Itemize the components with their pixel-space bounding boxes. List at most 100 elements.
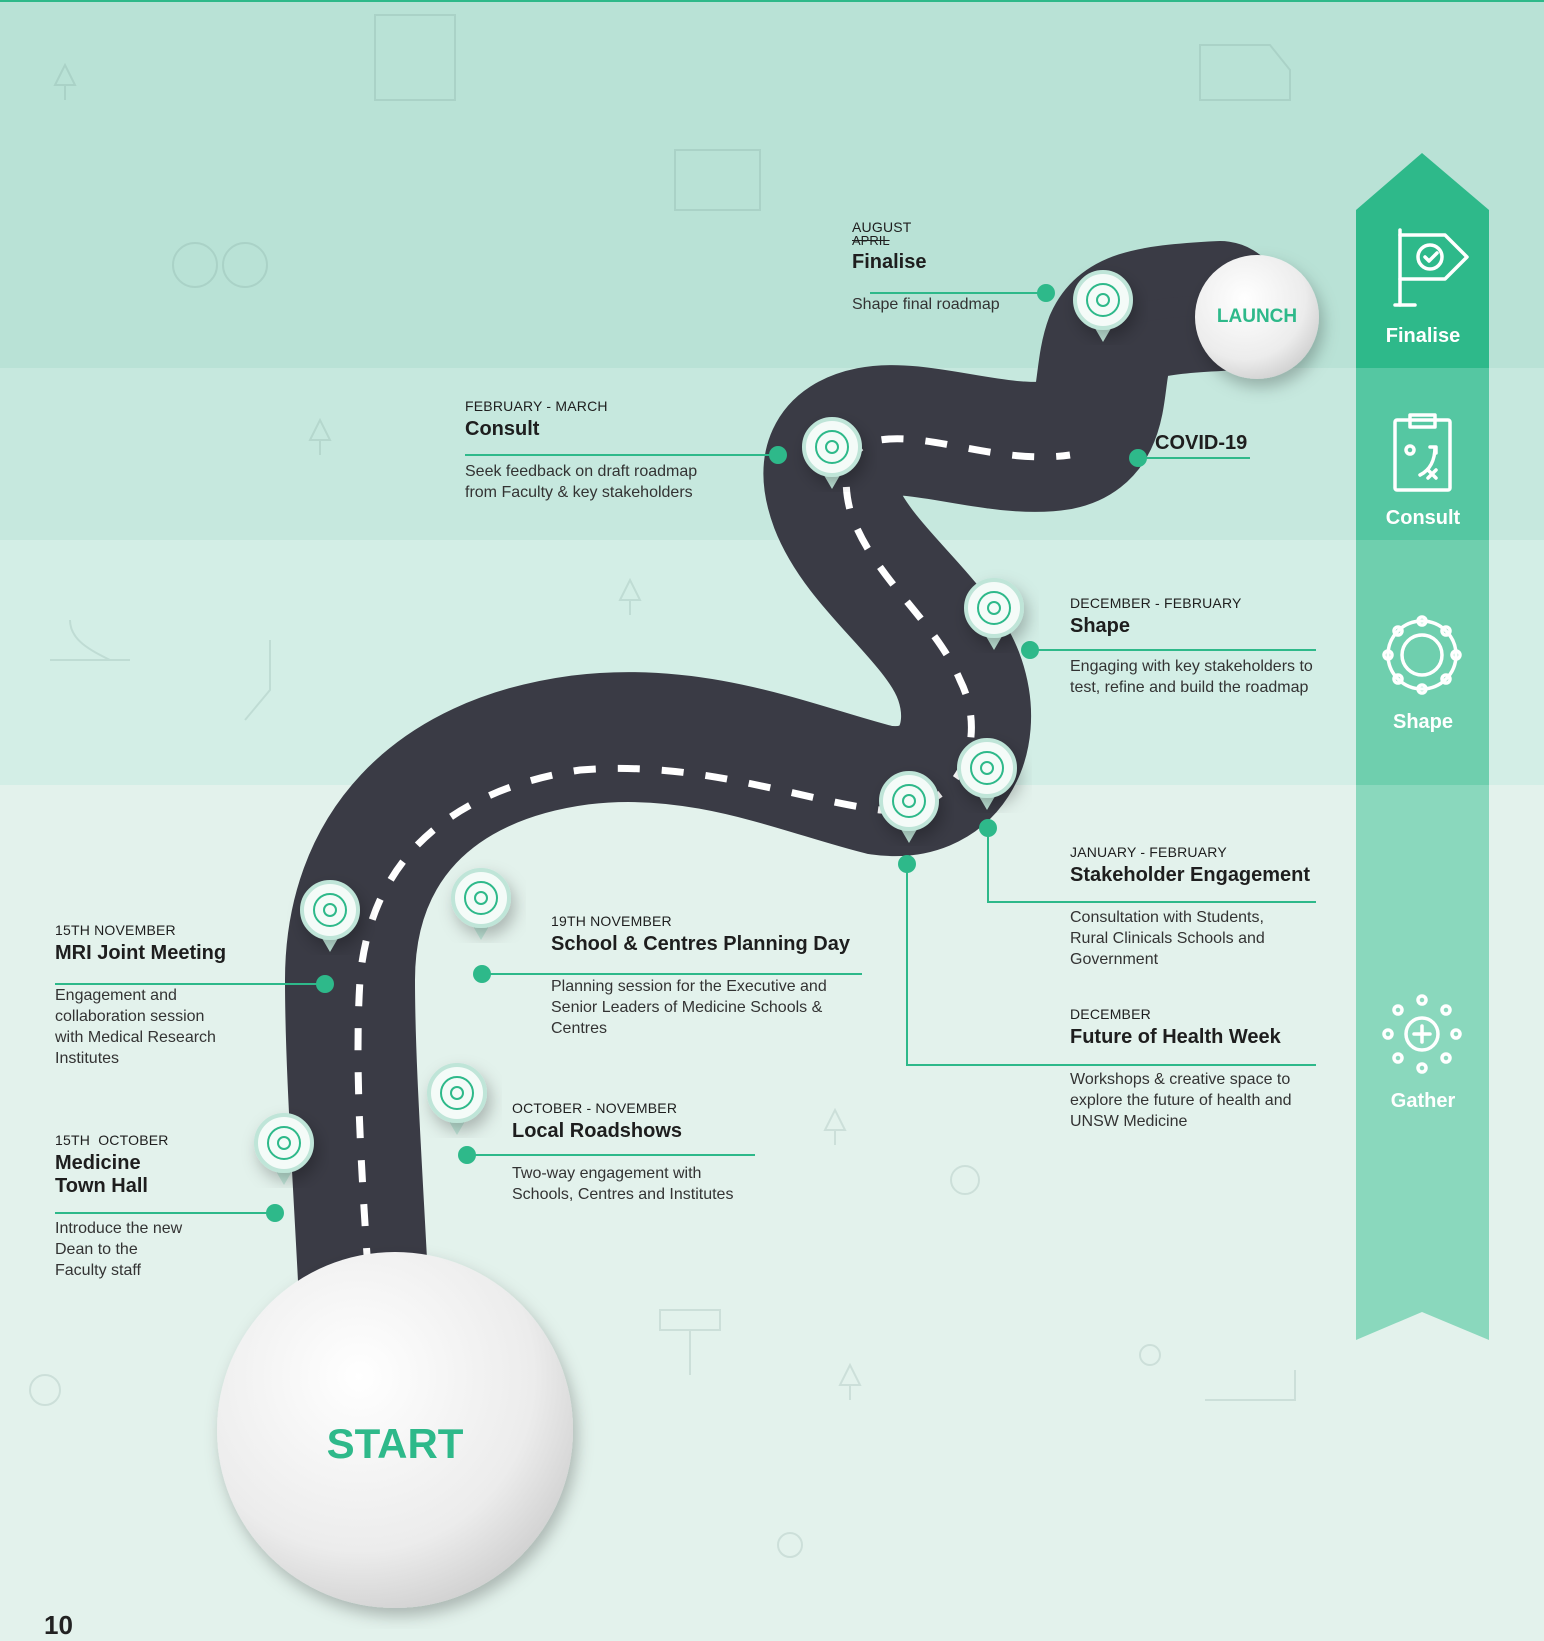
- tennis-icon: [950, 1165, 980, 1195]
- clinic-icon: [674, 149, 761, 211]
- dot-mri: [316, 975, 334, 993]
- milestone-desc: Workshops & creative space to explore th…: [1070, 1071, 1292, 1130]
- sidebar-ribbon-finalise: [1356, 153, 1489, 368]
- first-aid-icon: [50, 619, 130, 661]
- sidebar-label-finalise: Finalise: [1385, 325, 1461, 347]
- pin-mri: [300, 880, 360, 952]
- walker-icon: [777, 1532, 803, 1558]
- pin-roadshows: [427, 1063, 487, 1135]
- tree-icon: [618, 577, 642, 615]
- milestone-title: MRI Joint Meeting: [55, 942, 227, 964]
- milestone-date: JANUARY - FEBRUARY: [1070, 844, 1227, 860]
- network-sphere-icon: [1382, 615, 1462, 695]
- flag-check-icon: [1393, 228, 1469, 307]
- cross-network-icon: [1382, 994, 1462, 1074]
- pin-consult: [802, 417, 862, 489]
- milestone-shape: DECEMBER - FEBRUARY Shape Engaging with …: [1070, 595, 1320, 698]
- milestone-desc: Seek feedback on draft roadmap from Facu…: [465, 463, 698, 501]
- dot-stakeholder: [979, 819, 997, 837]
- milestone-desc: Two-way engagement with Schools, Centres…: [512, 1165, 734, 1203]
- milestone-planning-day: 19TH NOVEMBER School & Centres Planning …: [551, 913, 871, 1039]
- page-number: 10: [44, 1610, 73, 1640]
- milestone-finalise: AUGUST APRIL Finalise Shape final roadma…: [852, 219, 1000, 315]
- milestone-title: Medicine Town Hall: [55, 1152, 148, 1197]
- milestone-title: School & Centres Planning Day: [551, 933, 850, 955]
- pin-finalise: [1073, 270, 1133, 342]
- pin-planning-day: [451, 868, 511, 940]
- network-icon: [970, 751, 1004, 785]
- milestone-title: Stakeholder Engagement: [1070, 864, 1311, 886]
- struck-date: APRIL: [852, 233, 890, 248]
- network-icon: [464, 881, 498, 915]
- nurse-icon: [1139, 1344, 1161, 1366]
- milestone-date: DECEMBER - FEBRUARY: [1070, 595, 1242, 611]
- milestone-title: Shape: [1070, 615, 1131, 637]
- meditation-icon: [29, 1374, 61, 1406]
- sidebar-ribbon-shape: [1356, 540, 1489, 785]
- network-icon: [977, 591, 1011, 625]
- milestone-desc: Engaging with key stakeholders to test, …: [1070, 658, 1313, 696]
- start-ball: [217, 1252, 573, 1608]
- milestone-date: DECEMBER: [1070, 1006, 1151, 1022]
- milestone-date: 19TH NOVEMBER: [551, 913, 672, 929]
- pin-stakeholder: [957, 738, 1017, 810]
- dot-covid: [1129, 449, 1147, 467]
- person-walking-icon: [244, 640, 271, 721]
- flag-check-icon: [1086, 283, 1120, 317]
- milestone-consult: FEBRUARY - MARCH Consult Seek feedback o…: [465, 398, 755, 503]
- milestone-title: Local Roadshows: [512, 1120, 683, 1142]
- milestone-mri: 15TH NOVEMBER MRI Joint Meeting Engageme…: [55, 922, 255, 1069]
- covid-title: COVID-19: [1155, 432, 1248, 454]
- milestone-date: AUGUST: [852, 219, 912, 235]
- ambulance-icon: [1199, 44, 1291, 101]
- pin-health-week: [879, 771, 939, 843]
- sidebar-ribbon-consult: [1356, 368, 1489, 540]
- milestone-date: OCTOBER - NOVEMBER: [512, 1100, 678, 1116]
- road: [284, 241, 1285, 1485]
- clipboard-icon: [815, 430, 849, 464]
- launch-label: LAUNCH: [1216, 306, 1298, 327]
- milestone-title: Future of Health Week: [1070, 1026, 1281, 1048]
- launch-ball: [1195, 255, 1319, 379]
- connector-stakeholder: [987, 828, 1316, 903]
- tree-icon: [53, 62, 77, 100]
- network-icon: [313, 893, 347, 927]
- sidebar-label-shape: Shape: [1392, 711, 1454, 733]
- milestone-title: Finalise: [852, 251, 927, 273]
- milestone-stakeholder: JANUARY - FEBRUARY Stakeholder Engagemen…: [1070, 844, 1320, 970]
- dot-roadshows: [458, 1146, 476, 1164]
- covid-label: COVID-19: [1155, 428, 1247, 455]
- network-icon: [440, 1076, 474, 1110]
- dot-planning-day: [473, 965, 491, 983]
- milestone-health-week: DECEMBER Future of Health Week Workshops…: [1070, 1006, 1320, 1132]
- dot-finalise: [1037, 284, 1055, 302]
- signpost-icon: [659, 1309, 721, 1375]
- milestone-desc: Consultation with Students, Rural Clinic…: [1070, 909, 1265, 968]
- milestone-date: FEBRUARY - MARCH: [465, 398, 608, 414]
- milestone-date: 15TH NOVEMBER: [55, 922, 176, 938]
- start-label: START: [326, 1420, 464, 1467]
- pin-town-hall: [254, 1113, 314, 1185]
- hospital-bed-icon: [1205, 1370, 1296, 1401]
- milestone-roadshows: OCTOBER - NOVEMBER Local Roadshows Two-w…: [512, 1100, 772, 1205]
- milestone-desc: Introduce the new Dean to the Faculty st…: [55, 1220, 183, 1279]
- milestone-desc: Planning session for the Executive and S…: [551, 978, 827, 1037]
- dot-consult: [769, 446, 787, 464]
- bicycle-wheel-icon: [172, 242, 218, 288]
- dot-shape: [1021, 641, 1039, 659]
- sidebar-label-gather: Gather: [1390, 1090, 1456, 1112]
- dot-health-week: [898, 855, 916, 873]
- dot-town-hall: [266, 1204, 284, 1222]
- milestone-desc: Engagement and collaboration session wit…: [55, 987, 216, 1067]
- sidebar-label-consult: Consult: [1385, 507, 1461, 529]
- milestone-town-hall: 15TH OCTOBER Medicine Town Hall Introduc…: [55, 1132, 182, 1281]
- network-icon: [267, 1126, 301, 1160]
- clipboard-strategy-icon: [1393, 413, 1452, 492]
- milestone-desc: Shape final roadmap: [852, 296, 1000, 313]
- milestone-title: Consult: [465, 418, 540, 440]
- network-icon: [892, 784, 926, 818]
- top-rule: [0, 0, 1544, 2]
- milestone-date: 15TH OCTOBER: [55, 1132, 169, 1148]
